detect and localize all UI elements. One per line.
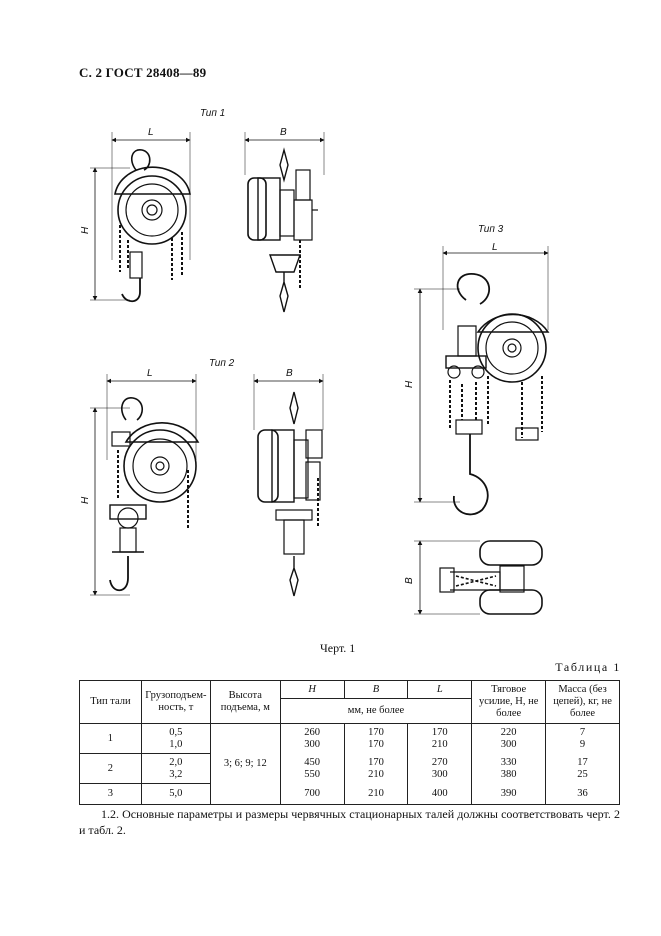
cell-H: 700 xyxy=(279,783,345,805)
type1-label: Тип 1 xyxy=(200,108,225,119)
cell-capacity: 5,0 xyxy=(140,783,211,805)
cell-B: 210 xyxy=(368,768,384,780)
cell-type: 2 xyxy=(79,753,142,784)
table-title: Таблица 1 xyxy=(555,660,621,674)
cell-H: 300 xyxy=(304,738,321,750)
dim-L-type3: L xyxy=(492,242,498,253)
cell-L: 400 xyxy=(407,783,473,805)
cell-force: 380 xyxy=(500,768,517,780)
figure-caption: Черт. 1 xyxy=(320,641,356,655)
type1-side-view xyxy=(244,132,325,313)
cell-mass: 9 xyxy=(579,738,586,750)
cell-H: 260 xyxy=(304,726,321,738)
th-type: Тип тали xyxy=(79,680,142,724)
cell-capacity: 2,0 xyxy=(169,756,183,768)
cell-L: 300 xyxy=(431,768,448,780)
type2-side-view xyxy=(253,374,324,597)
th-force: Тяговое усилие, Н, не более xyxy=(471,680,547,724)
hoist-drawings: Тип 1 Тип 2 Тип 3 L B H L B H L H B xyxy=(80,108,550,615)
dim-B-type2: B xyxy=(286,368,293,379)
cell-force: 300 xyxy=(500,738,517,750)
cell-L: 210 xyxy=(431,738,448,750)
cell-type: 1 xyxy=(79,723,142,754)
cell-capacity: 1,0 xyxy=(169,738,183,750)
th-L: L xyxy=(407,680,473,699)
th-H: H xyxy=(279,680,345,699)
th-dims-note: мм, не более xyxy=(279,698,473,724)
cell-force: 390 xyxy=(471,783,547,805)
dim-B-type3: B xyxy=(404,577,415,584)
cell-B: 170 xyxy=(368,756,384,768)
type2-front-view xyxy=(90,374,200,596)
cell-force: 330 xyxy=(500,756,517,768)
cell-mass: 25 xyxy=(577,768,588,780)
th-B: B xyxy=(343,680,409,699)
cell-force: 220 xyxy=(500,726,517,738)
type3-front-view xyxy=(414,246,550,516)
cell-H: 550 xyxy=(304,768,321,780)
page-header: С. 2 ГОСТ 28408—89 xyxy=(79,65,207,80)
th-capacity: Грузоподъем-ность, т xyxy=(140,680,211,724)
parameters-table: Тип тали Грузоподъем-ность, т Высота под… xyxy=(79,680,620,805)
cell-mass: 7 xyxy=(579,726,586,738)
dim-H-type2: H xyxy=(80,496,91,504)
cell-lift-height: 3; 6; 9; 12 xyxy=(209,723,281,805)
cell-L: 170 xyxy=(431,726,448,738)
cell-type: 3 xyxy=(79,783,142,805)
dim-H-type1: H xyxy=(80,226,91,234)
dim-B-type1: B xyxy=(280,127,287,138)
type3-label: Тип 3 xyxy=(478,224,504,235)
dim-L-type2: L xyxy=(147,368,153,379)
paragraph-1-2: 1.2. Основные параметры и размеры червяч… xyxy=(79,807,620,837)
cell-B: 170 xyxy=(368,726,384,738)
cell-H: 450 xyxy=(304,756,321,768)
dim-H-type3: H xyxy=(404,380,415,388)
cell-capacity: 3,2 xyxy=(169,768,183,780)
cell-L: 270 xyxy=(431,756,448,768)
dim-L-type1: L xyxy=(148,127,154,138)
type1-front-view xyxy=(90,132,191,303)
cell-mass: 36 xyxy=(545,783,620,805)
th-mass: Масса (без цепей), кг, не более xyxy=(545,680,620,724)
cell-mass: 17 xyxy=(577,756,588,768)
type3-top-view xyxy=(414,540,543,615)
cell-B: 210 xyxy=(343,783,409,805)
cell-B: 170 xyxy=(368,738,384,750)
type2-label: Тип 2 xyxy=(209,358,235,369)
cell-capacity: 0,5 xyxy=(169,726,183,738)
th-lift-height: Высота подъема, м xyxy=(209,680,281,724)
